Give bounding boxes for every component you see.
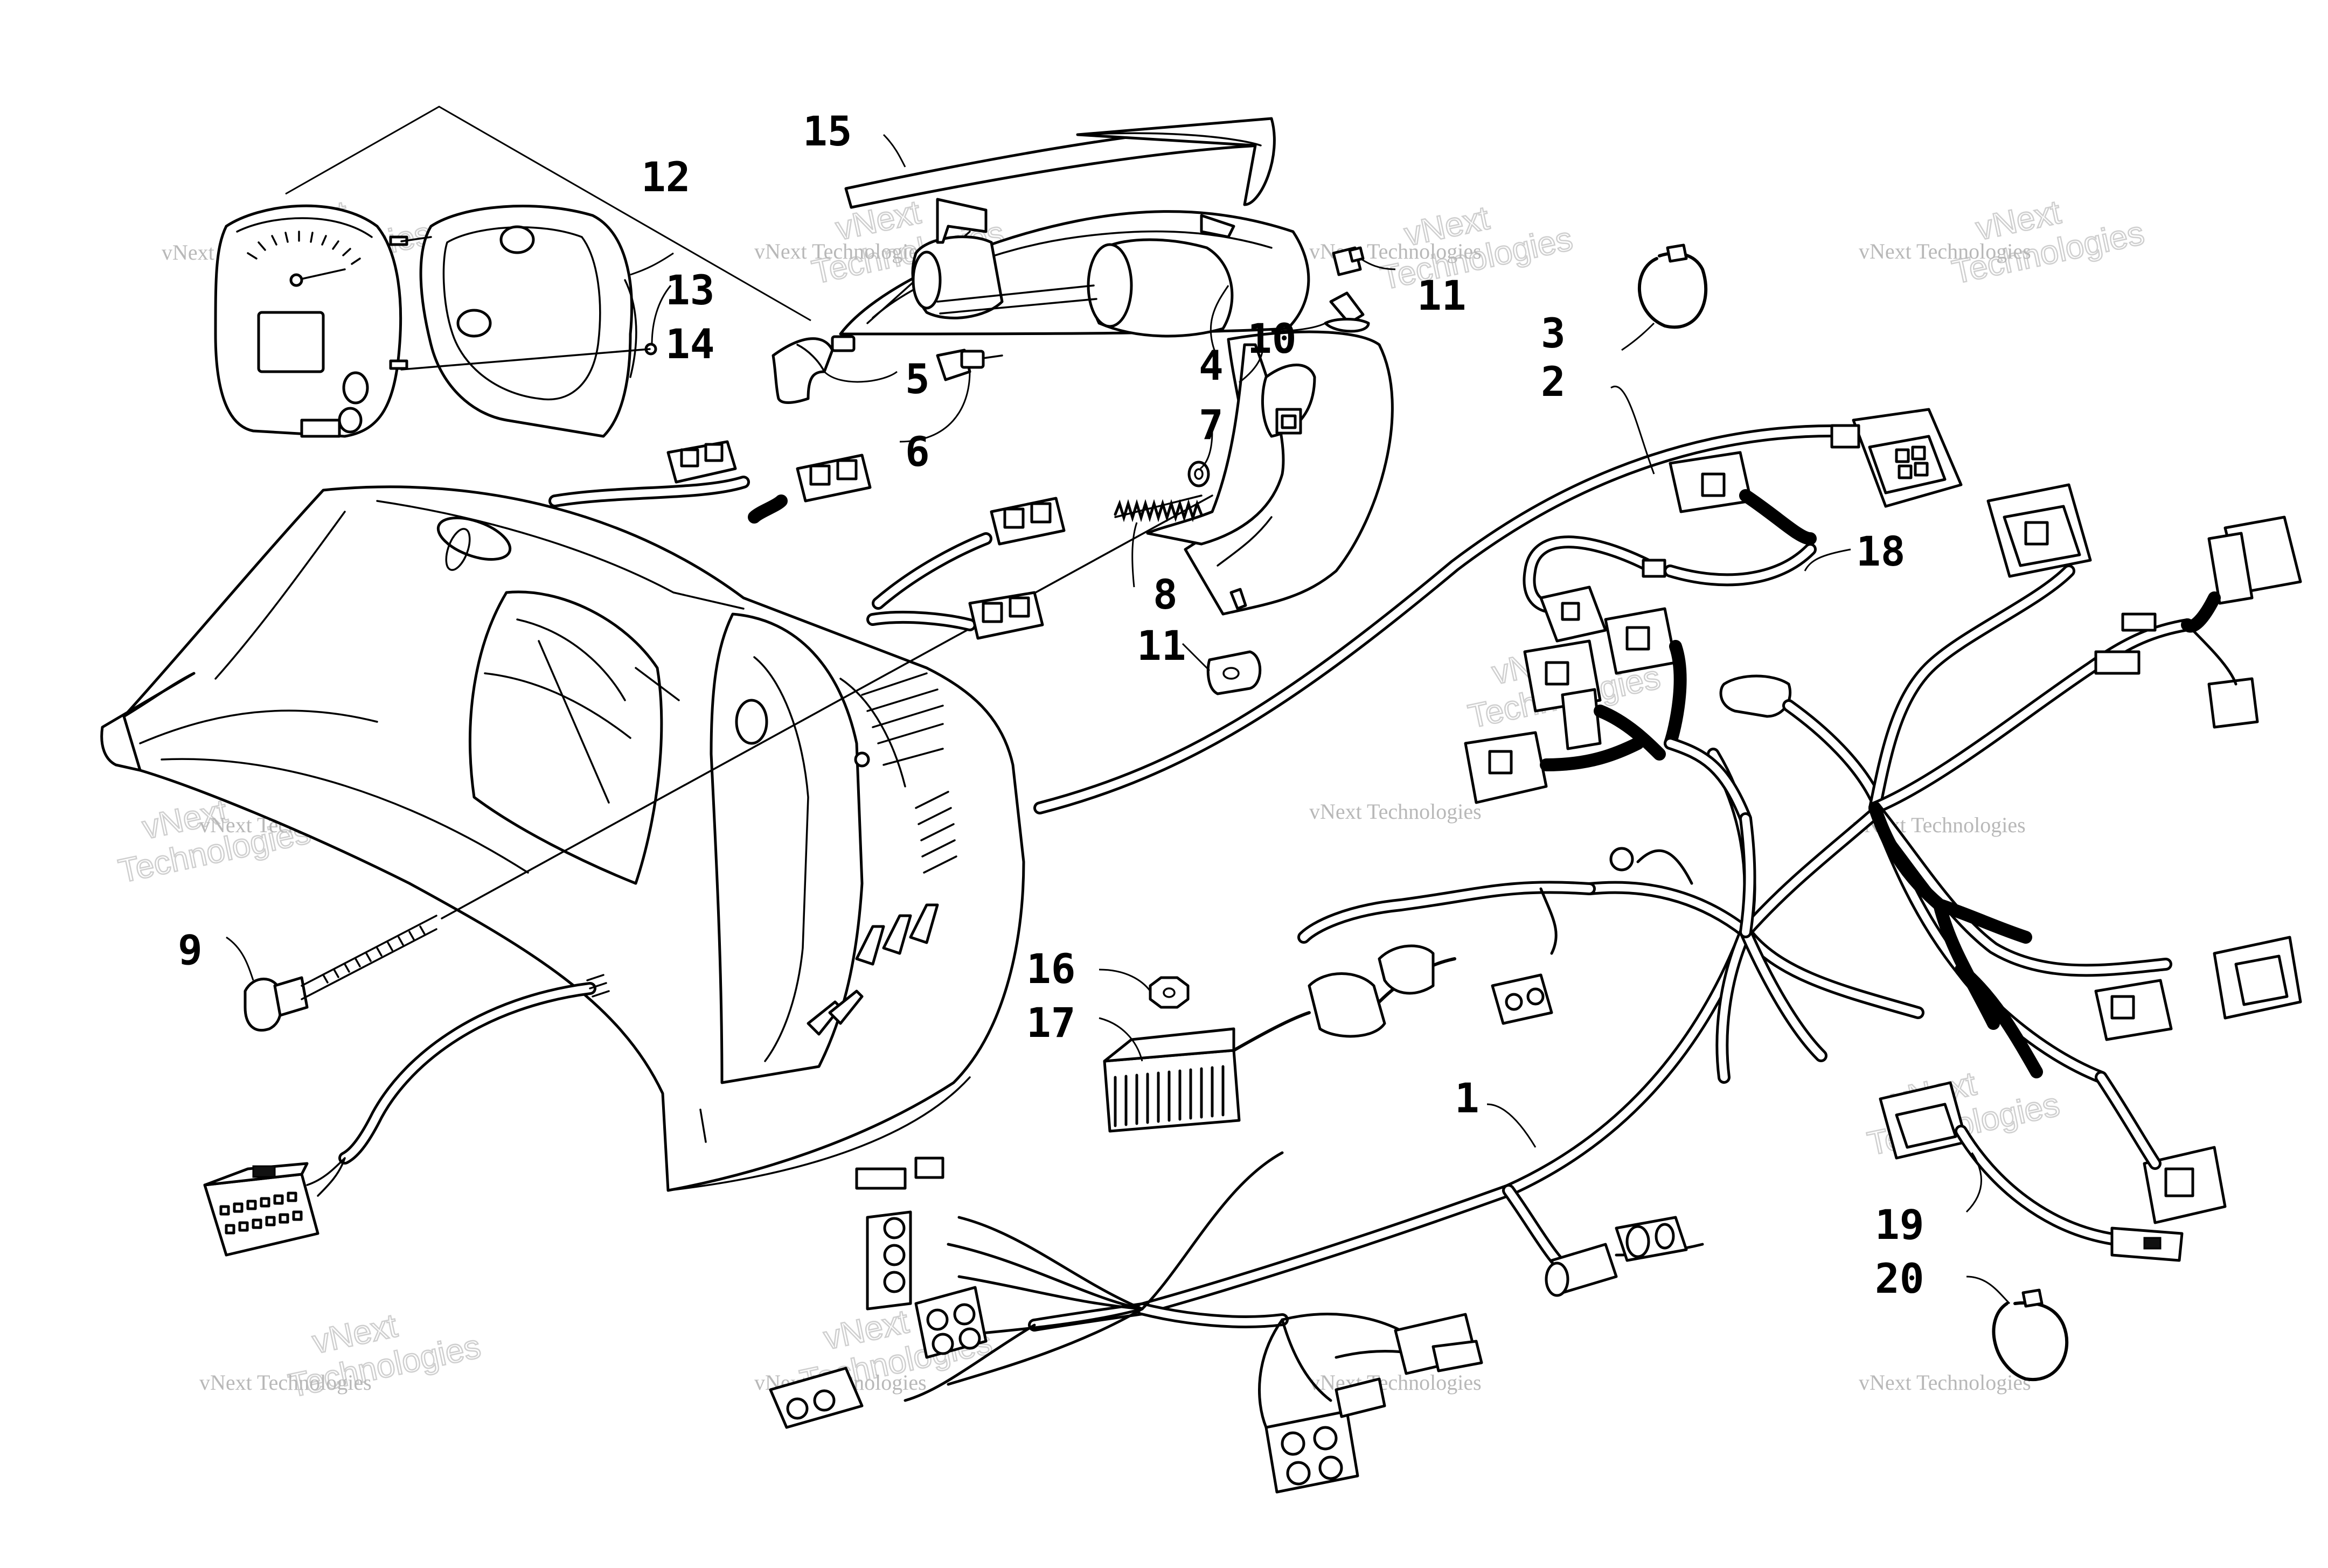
clip-11-lower — [1206, 650, 1262, 695]
speedometer-gauge — [214, 204, 408, 438]
svg-text:vNext Technologies: vNext Technologies — [754, 239, 927, 263]
hood-shroud — [100, 485, 1025, 1192]
bulb-boot-5 — [772, 335, 856, 404]
callout-14: 14 — [665, 320, 715, 368]
svg-text:vNext Technologies: vNext Technologies — [199, 1370, 372, 1395]
hood-grille — [807, 672, 957, 1036]
headlight-bulb-left — [911, 235, 1004, 319]
callout-1: 1 — [1455, 1074, 1479, 1122]
rectifier-17 — [1103, 944, 1553, 1133]
headlight-trim-strip — [844, 117, 1276, 209]
harness-19 — [1879, 1081, 2184, 1262]
gauge-housing — [419, 205, 637, 438]
callout-3: 3 — [1541, 309, 1566, 357]
main-harness-1 — [904, 748, 1924, 1429]
pigtail-connector-a — [666, 440, 737, 484]
callout-11-lower: 11 — [1137, 622, 1186, 670]
callout-17: 17 — [1026, 999, 1076, 1047]
callout-16: 16 — [1026, 945, 1076, 993]
callout-15: 15 — [803, 107, 852, 155]
spring-8 — [1114, 494, 1203, 522]
pigtail-connector-c — [990, 497, 1066, 546]
harness-1-connectors — [769, 1156, 1688, 1494]
bulb-socket-6 — [936, 349, 1003, 381]
callout-13: 13 — [665, 266, 715, 314]
callout-2: 2 — [1541, 358, 1566, 406]
callout-4: 4 — [1199, 342, 1224, 389]
gauge-dial-ticks — [247, 231, 361, 265]
hood-harness — [203, 974, 610, 1257]
svg-text:vNext Technologies: vNext Technologies — [1309, 799, 1482, 824]
callout-12: 12 — [641, 153, 691, 201]
callout-20: 20 — [1875, 1255, 1924, 1302]
callout-10: 10 — [1247, 315, 1297, 363]
callout-11-top: 11 — [1417, 271, 1467, 319]
clamp-20 — [1992, 1288, 2069, 1382]
adjuster-screw-9 — [244, 915, 437, 1032]
watermark-3: vNext Technologies — [1377, 199, 1576, 298]
svg-text:vNext Technologies: vNext Technologies — [1859, 239, 2031, 263]
callout-5: 5 — [905, 355, 930, 403]
callout-9: 9 — [178, 926, 203, 974]
right-harness — [1868, 483, 2302, 1224]
callout-8: 8 — [1153, 570, 1178, 618]
callout-19: 19 — [1875, 1201, 1924, 1249]
side-visor-4 — [1146, 330, 1394, 616]
pigtail-connector-d — [968, 591, 1044, 640]
clip-10 — [1324, 291, 1370, 333]
clamp-3 — [1638, 243, 1708, 329]
hood-pigtails — [548, 440, 1066, 640]
callout-labels: 1 2 3 4 5 6 7 8 9 10 11 11 12 13 14 15 1… — [178, 107, 1924, 1302]
nut-7 — [1187, 461, 1210, 487]
svg-text:vNext Technologies: vNext Technologies — [1859, 1370, 2031, 1395]
connector-pins — [219, 1191, 303, 1235]
pigtail-connector-b — [796, 454, 872, 503]
nut-16 — [1149, 976, 1190, 1009]
harness-2 — [1033, 408, 1963, 814]
leader-lines — [226, 134, 2011, 1305]
watermark-4: vNext Technologies — [1948, 193, 2148, 292]
clip-11-top — [1332, 246, 1365, 276]
callout-6: 6 — [905, 428, 930, 476]
hub-connectors — [1464, 451, 1881, 938]
headlight-bulb-right — [1087, 238, 1234, 338]
harness-2-connector — [1830, 408, 1963, 508]
callout-7: 7 — [1199, 401, 1224, 449]
callout-18: 18 — [1856, 527, 1906, 575]
